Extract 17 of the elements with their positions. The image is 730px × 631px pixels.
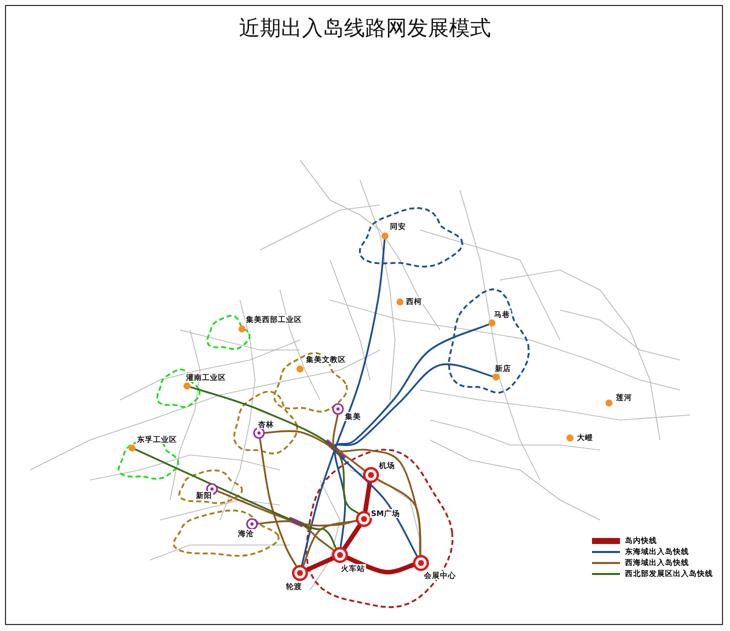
route-line [305,556,335,572]
route-line [259,438,298,567]
route-line [190,386,360,514]
route-line [363,480,372,514]
route-line [257,520,334,552]
diagram-title: 近期出入岛线路网发展模式 [239,16,491,40]
route-line [342,523,362,551]
route-line [264,430,366,472]
route-line [345,556,416,574]
route-line [333,363,493,557]
route-line [302,520,358,567]
route-line [134,448,337,549]
route-line [216,490,358,527]
route-line [334,324,490,548]
route-line [301,239,386,566]
route-line [376,478,422,556]
route-line [332,414,422,556]
